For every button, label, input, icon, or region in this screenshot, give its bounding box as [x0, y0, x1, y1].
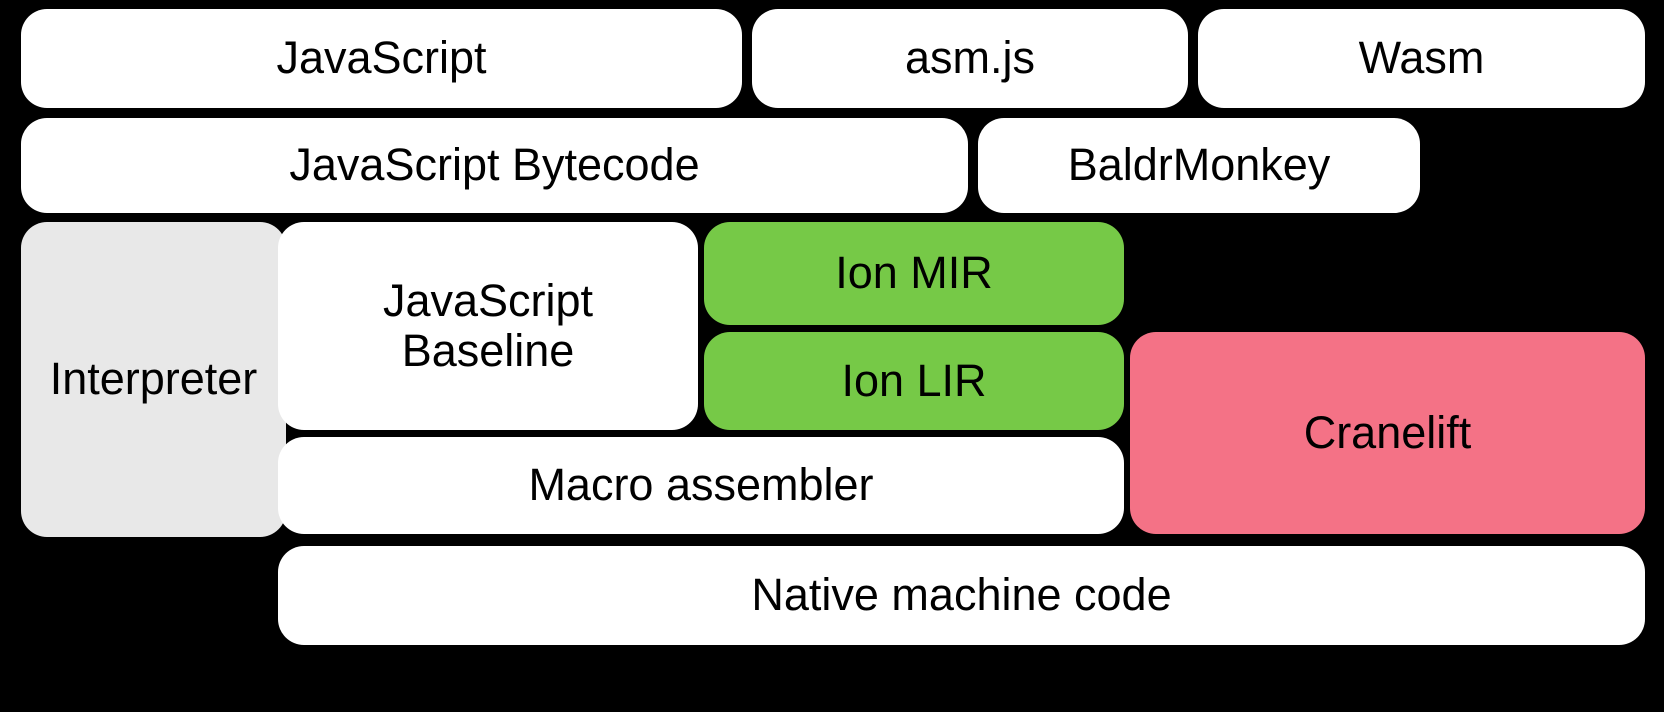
node-cranelift[interactable]: Cranelift — [1130, 332, 1645, 534]
node-javascript-baseline[interactable]: JavaScript Baseline — [278, 222, 698, 430]
node-javascript[interactable]: JavaScript — [21, 9, 742, 108]
node-baldrmonkey[interactable]: BaldrMonkey — [978, 118, 1420, 213]
node-wasm[interactable]: Wasm — [1198, 9, 1645, 108]
node-asmjs[interactable]: asm.js — [752, 9, 1188, 108]
node-ion-lir[interactable]: Ion LIR — [704, 332, 1124, 430]
node-javascript-bytecode[interactable]: JavaScript Bytecode — [21, 118, 968, 213]
node-ion-mir[interactable]: Ion MIR — [704, 222, 1124, 325]
node-native-machine-code[interactable]: Native machine code — [278, 546, 1645, 645]
node-interpreter[interactable]: Interpreter — [21, 222, 286, 537]
node-macro-assembler[interactable]: Macro assembler — [278, 437, 1124, 534]
